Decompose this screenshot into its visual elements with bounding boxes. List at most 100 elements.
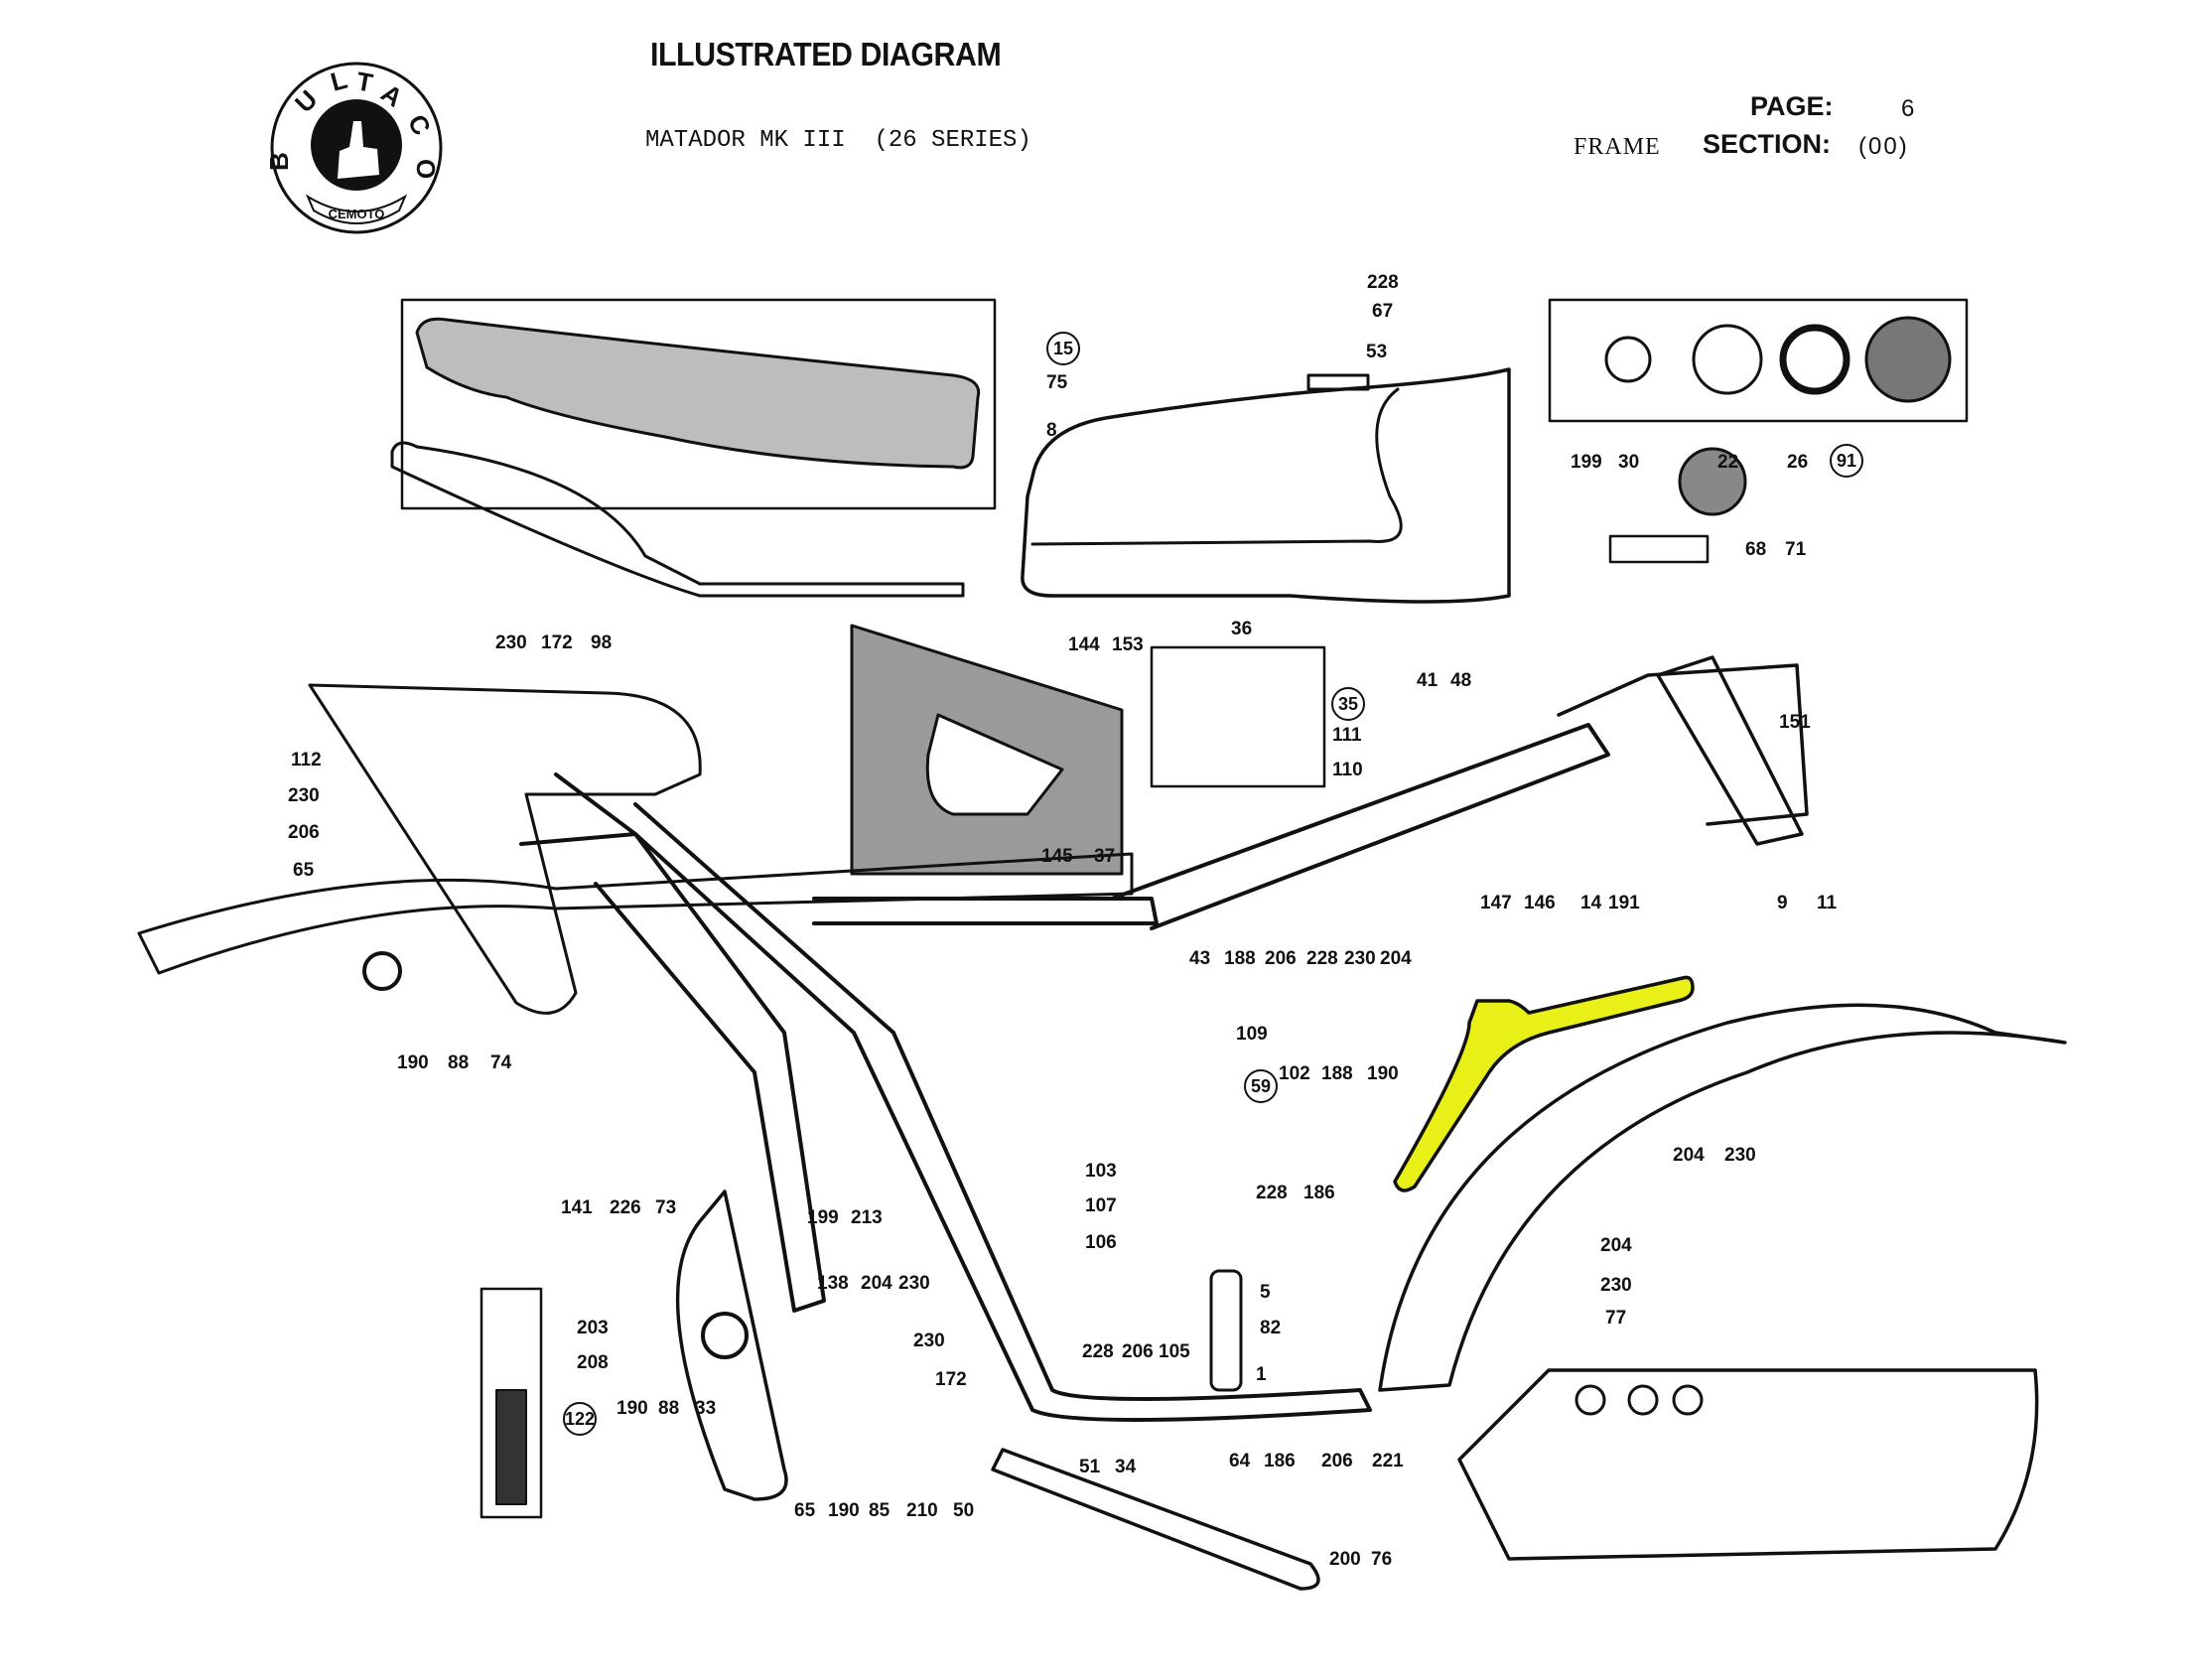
side-stand: [991, 1448, 1320, 1591]
part-callout: 204: [1600, 1235, 1632, 1256]
part-callout: 22: [1717, 452, 1739, 473]
part-callout: 36: [1231, 619, 1253, 639]
seat-base: [390, 441, 965, 598]
footpeg: [1209, 1269, 1243, 1392]
part-callout: 88: [448, 1052, 470, 1073]
part-callout: 103: [1085, 1161, 1117, 1182]
part-callout: 111: [1332, 725, 1362, 746]
part-callout: 151: [1779, 712, 1811, 733]
part-callout: 1: [1256, 1364, 1267, 1385]
group-name: FRAME: [1574, 134, 1661, 160]
part-callout: 208: [577, 1352, 609, 1373]
rear-fender: [137, 852, 1134, 975]
part-callout: 67: [1372, 301, 1394, 322]
part-callout: 221: [1372, 1451, 1404, 1471]
part-callout: 230: [913, 1330, 945, 1351]
part-callout: 110: [1332, 760, 1363, 780]
part-callout: 210: [906, 1500, 938, 1521]
svg-text:L: L: [328, 65, 350, 97]
part-callout: 71: [1785, 539, 1807, 560]
part-callout: 190: [397, 1052, 429, 1073]
fuel-tank: [1021, 367, 1511, 604]
part-callout: 88: [658, 1398, 680, 1419]
part-callout: 9: [1777, 893, 1788, 913]
part-callout: 186: [1303, 1183, 1335, 1203]
part-callout: 11: [1817, 893, 1838, 913]
part-callout: 206: [1321, 1451, 1353, 1471]
part-callout: 188: [1224, 948, 1256, 969]
thumbs-up-icon: [338, 121, 379, 179]
part-callout: 98: [591, 632, 613, 653]
part-callout: 191: [1608, 893, 1640, 913]
part-callout: 199: [1571, 452, 1602, 473]
part-callout: 228: [1306, 948, 1338, 969]
part-callout: 82: [1260, 1318, 1282, 1338]
part-callout: 200: [1329, 1549, 1361, 1570]
part-callout: 206: [1265, 948, 1297, 969]
highlighted-bracket-14: [1393, 975, 1695, 1192]
part-callout: 77: [1605, 1308, 1627, 1329]
part-callout: 230: [288, 785, 320, 806]
page-number: 6: [1901, 95, 1915, 122]
spark-plug-box: [480, 1287, 543, 1519]
logo-letter-b: B: [268, 152, 294, 171]
part-callout: 228: [1082, 1341, 1114, 1362]
part-callout: 199: [807, 1207, 839, 1228]
svg-text:O: O: [411, 159, 441, 179]
part-callout: 172: [935, 1369, 967, 1390]
part-callout: 37: [1094, 846, 1116, 867]
part-callout: 76: [1371, 1549, 1393, 1570]
side-cover: [308, 683, 702, 1015]
part-callout: 34: [1115, 1457, 1137, 1477]
part-callout: 109: [1236, 1024, 1268, 1045]
headstock: [1656, 655, 1804, 846]
seat-group-box: [400, 298, 997, 510]
section-number: (00): [1858, 133, 1909, 160]
page-label: PAGE:: [1750, 91, 1834, 121]
main-frame: [519, 802, 1372, 1422]
part-callout: 206: [1122, 1341, 1154, 1362]
part-callout: 186: [1264, 1451, 1296, 1471]
part-callout: 190: [1367, 1063, 1399, 1084]
part-callout: 26: [1787, 452, 1809, 473]
part-callout: 230: [1600, 1275, 1632, 1296]
part-callout: 226: [610, 1197, 641, 1218]
part-callout: 146: [1524, 893, 1556, 913]
part-callout: 138: [817, 1273, 849, 1294]
part-callout: 107: [1085, 1195, 1117, 1216]
part-callout: 75: [1046, 372, 1068, 393]
assembly-callout: 91: [1830, 444, 1863, 478]
part-callout: 74: [490, 1052, 512, 1073]
assembly-callout: 122: [563, 1402, 597, 1436]
part-callout: 230: [1724, 1145, 1756, 1166]
part-callout: 33: [695, 1398, 717, 1419]
part-callout: 204: [861, 1273, 892, 1294]
part-callout: 53: [1366, 342, 1388, 362]
part-callout: 228: [1256, 1183, 1288, 1203]
part-callout: 213: [851, 1207, 883, 1228]
section-label: SECTION:: [1703, 129, 1832, 159]
part-callout: 102: [1279, 1063, 1310, 1084]
part-callout: 65: [794, 1500, 816, 1521]
part-callout: 41: [1417, 670, 1438, 691]
part-callout: 85: [869, 1500, 890, 1521]
part-callout: 230: [898, 1273, 930, 1294]
part-callout: 106: [1085, 1232, 1117, 1253]
part-callout: 112: [291, 750, 322, 770]
model-name: MATADOR MK III (26 SERIES): [645, 127, 1031, 154]
bultaco-logo: B U L T A C O CEMOTO: [268, 62, 443, 234]
part-callout: 230: [1344, 948, 1376, 969]
part-callout: 203: [577, 1318, 609, 1338]
part-callout: 105: [1159, 1341, 1190, 1362]
part-callout: 172: [541, 632, 573, 653]
assembly-callout: 35: [1331, 687, 1365, 721]
svg-text:T: T: [354, 66, 375, 97]
part-callout: 50: [953, 1500, 975, 1521]
part-callout: 153: [1112, 634, 1144, 655]
part-callout: 51: [1079, 1457, 1101, 1477]
part-callout: 228: [1367, 272, 1399, 293]
part-callout: 14: [1580, 893, 1602, 913]
part-callout: 204: [1673, 1145, 1705, 1166]
part-callout: 230: [495, 632, 527, 653]
part-callout: 48: [1450, 670, 1472, 691]
